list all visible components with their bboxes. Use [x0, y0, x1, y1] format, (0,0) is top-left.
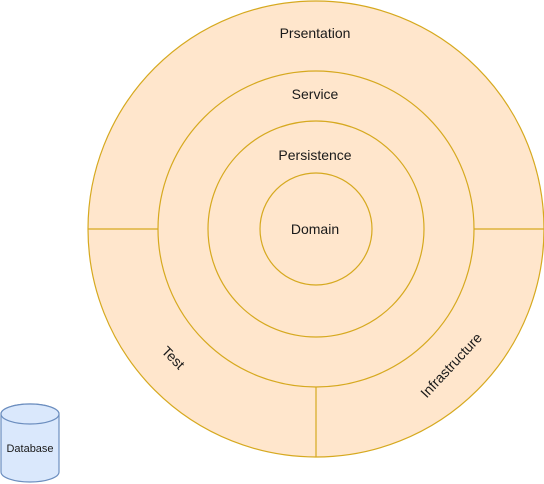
- domain-core-circle[interactable]: [259, 172, 373, 286]
- database-cylinder[interactable]: Database: [0, 403, 60, 483]
- presentation-label: Prsentation: [280, 25, 351, 41]
- database-cylinder-top: [0, 403, 60, 425]
- service-label: Service: [292, 86, 339, 102]
- domain-label: Domain: [291, 221, 339, 237]
- database-label: Database: [6, 443, 53, 455]
- persistence-label: Persistence: [278, 147, 351, 163]
